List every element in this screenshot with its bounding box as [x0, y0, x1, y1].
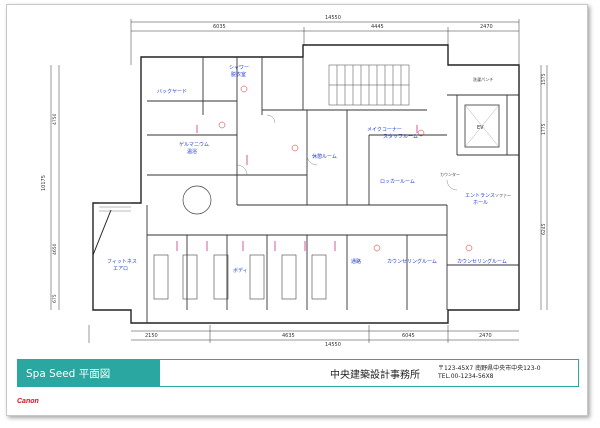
room-rest: 休憩ルーム	[312, 153, 337, 160]
dim-top-mid: 4445	[371, 24, 384, 30]
round-bath	[182, 185, 212, 215]
floor-plan: 14550 6035 4445 2470 14550 2150 4635 604…	[41, 15, 548, 348]
dim-top-left: 6035	[213, 24, 226, 30]
room-make-corner: メイクコーナー	[367, 127, 402, 133]
firm-address: 〒123-45X7 南野県中央市中央123-0	[438, 365, 541, 372]
partition-curtains	[176, 125, 418, 251]
interior-walls	[146, 57, 519, 323]
drawing-title: Spa Seed 平面図	[18, 360, 160, 386]
firm-contact: 〒123-45X7 南野県中央市中央123-0 TEL.00-1234-56X8	[432, 360, 578, 386]
stair	[328, 64, 410, 106]
room-counseling-1: カウンセリングルーム	[387, 258, 437, 265]
canon-logo: Canon	[17, 398, 39, 405]
room-germanium-2: 温浴	[187, 148, 197, 155]
dim-left-c: 675	[52, 294, 58, 303]
room-staff: スタッフルーム	[383, 133, 418, 140]
treatment-beds	[153, 254, 327, 300]
exterior-walls	[92, 44, 520, 324]
dim-right-b: 1775	[541, 123, 547, 135]
dimension-lines	[50, 19, 548, 343]
dim-top-right: 2470	[480, 24, 493, 30]
room-backyard: バックヤード	[157, 89, 187, 95]
dim-left-total: 10175	[41, 175, 47, 191]
dim-bottom-left: 2150	[145, 333, 158, 339]
elevator	[464, 104, 500, 148]
dim-left-b: 4650	[52, 243, 58, 255]
entry-steps	[99, 202, 131, 212]
room-fitness: フィットネス	[107, 259, 137, 265]
dim-top-total: 14550	[325, 15, 341, 21]
room-body: ボディ	[233, 267, 248, 274]
label-sofa: ソファー	[495, 193, 511, 198]
room-counseling-2: カウンセリングルーム	[457, 258, 507, 265]
room-fitness-2: エアロ	[113, 266, 128, 272]
dim-right-c: 6245	[541, 223, 547, 235]
room-entrance: エントランス	[465, 193, 495, 199]
dim-bottom-total: 14550	[325, 342, 341, 348]
fixture-symbols	[218, 85, 473, 252]
dim-bottom-right: 2470	[479, 333, 492, 339]
title-block: Spa Seed 平面図 中央建築設計事務所 〒123-45X7 南野県中央市中…	[17, 359, 579, 387]
room-germanium: ゲルマニウム	[179, 141, 209, 148]
room-shower-2: 脱衣室	[231, 71, 246, 78]
ev-label: EV	[477, 125, 484, 131]
firm-tel: TEL.00-1234-56X8	[438, 373, 494, 380]
dim-bottom-mid2: 6045	[402, 333, 415, 339]
room-wash: 洗濯パンチ	[473, 76, 493, 82]
dim-left-a: 4750	[52, 113, 58, 125]
label-counter: カウンター	[440, 171, 460, 177]
room-aisle: 通路	[351, 258, 361, 265]
room-entrance-2: ホール	[473, 200, 488, 206]
dim-bottom-mid1: 4635	[282, 333, 295, 339]
doors	[236, 114, 458, 191]
angled-wall	[92, 209, 112, 256]
drawing-sheet: 14550 6035 4445 2470 14550 2150 4635 604…	[6, 4, 588, 416]
room-locker: ロッカールーム	[380, 179, 415, 185]
dim-right-a: 1575	[541, 73, 547, 85]
firm-name: 中央建築設計事務所	[330, 369, 420, 381]
room-shower: シャワー	[229, 65, 249, 71]
